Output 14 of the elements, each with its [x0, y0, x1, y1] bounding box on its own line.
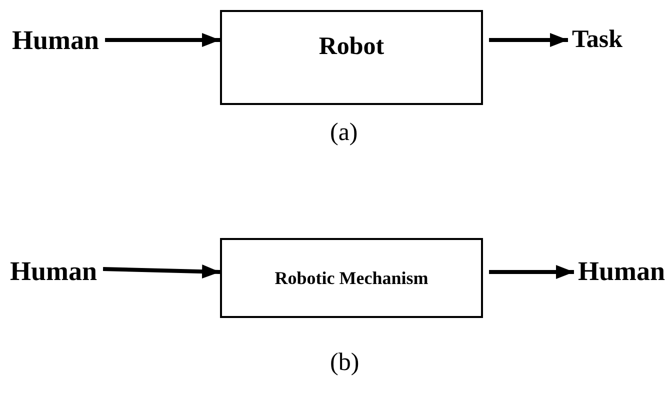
node-label: Human: [12, 24, 100, 58]
process-box: [220, 238, 483, 318]
box-label: Robot: [318, 32, 384, 62]
node-label: Human: [578, 255, 665, 289]
arrow: [489, 265, 574, 279]
node-label: Human: [10, 255, 98, 289]
box-label: Robotic Mechanism: [274, 266, 428, 290]
process-box: [220, 10, 483, 105]
arrow: [102, 264, 220, 279]
arrow: [489, 33, 568, 47]
arrow: [105, 33, 220, 47]
node-label: Task: [572, 24, 623, 56]
caption-label: (b): [330, 348, 360, 378]
caption-label: (a): [330, 118, 358, 148]
